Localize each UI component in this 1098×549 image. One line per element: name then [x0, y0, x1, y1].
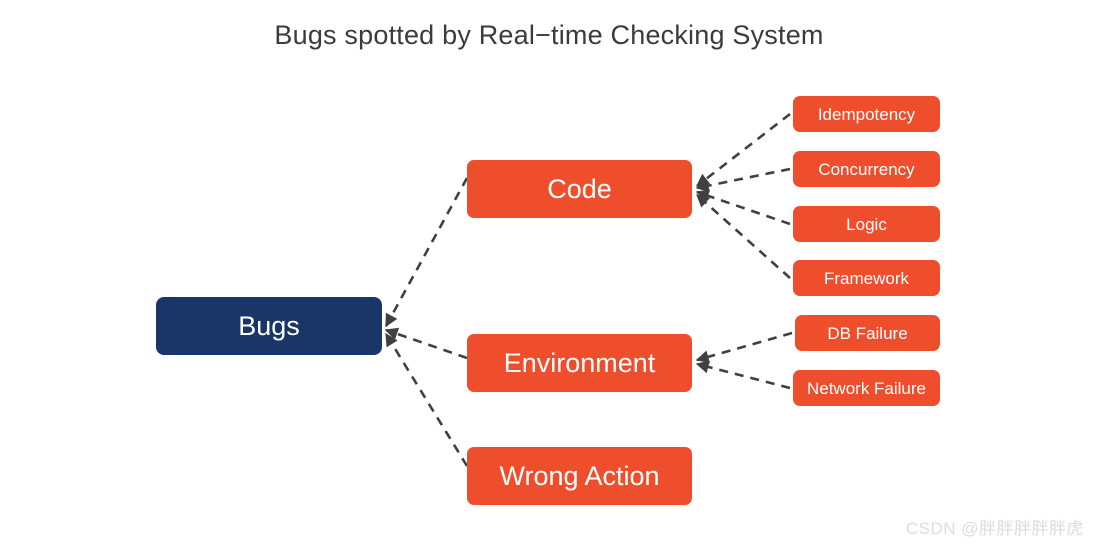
branch-node-environment[interactable]: Environment: [467, 334, 692, 392]
leaf-node-idempotency[interactable]: Idempotency: [793, 96, 940, 132]
connector-framework-to-code: [696, 194, 791, 279]
branch-node-wrong-action[interactable]: Wrong Action: [467, 447, 692, 505]
connector-environment-to-bugs: [384, 327, 468, 360]
branch-node-label: Wrong Action: [499, 460, 660, 491]
root-node-label: Bugs: [238, 310, 300, 341]
leaf-node-label: Framework: [823, 268, 909, 288]
leaf-node-label: Concurrency: [818, 159, 915, 179]
page-title: Bugs spotted by Real−time Checking Syste…: [274, 20, 824, 50]
connector-code-to-bugs: [384, 177, 469, 328]
leaf-node-label: Idempotency: [817, 104, 916, 124]
leaf-node-framework[interactable]: Framework: [793, 260, 940, 296]
leaf-node-label: DB Failure: [827, 323, 908, 343]
connector-db-failure-to-environment: [695, 331, 793, 364]
branch-node-label: Code: [547, 173, 612, 204]
leaf-node-db-failure[interactable]: DB Failure: [795, 315, 940, 351]
watermark: CSDN @胖胖胖胖胖虎: [905, 519, 1084, 538]
connector-network-failure-to-environment: [695, 360, 791, 390]
connector-idempotency-to-code: [695, 112, 791, 188]
branch-node-code[interactable]: Code: [467, 160, 692, 218]
leaf-node-label: Logic: [846, 214, 887, 234]
connector-wrong-action-to-bugs: [384, 332, 469, 467]
leaf-node-network-failure[interactable]: Network Failure: [793, 370, 940, 406]
leaf-node-concurrency[interactable]: Concurrency: [793, 151, 940, 187]
leaf-node-label: Network Failure: [806, 378, 927, 398]
leaf-node-logic[interactable]: Logic: [793, 206, 940, 242]
connector-logic-to-code: [695, 189, 791, 226]
branch-node-label: Environment: [503, 347, 656, 378]
root-node-bugs[interactable]: Bugs: [156, 297, 382, 355]
connector-concurrency-to-code: [695, 167, 791, 193]
